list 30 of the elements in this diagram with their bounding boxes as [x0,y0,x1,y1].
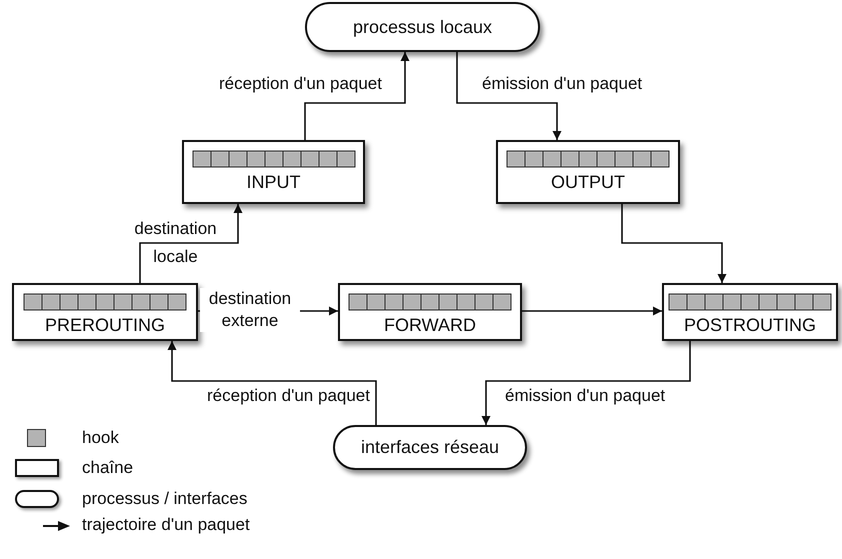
arrow [168,341,377,425]
process-pill [305,2,540,52]
node-label: PREROUTING [44,315,165,336]
edge-label: émission d'un paquet [505,386,666,406]
edge-label: réception d'un paquet [206,386,370,406]
chain-box [496,140,680,204]
legend-label: processus / interfaces [82,489,248,509]
chain-box [182,140,365,204]
legend-label: hook [82,428,119,448]
node-label: INPUT [246,172,300,193]
arrow [456,52,562,140]
arrow [522,306,662,316]
chain-box [662,283,838,341]
chain-box [338,283,522,341]
edge-label: émission d'un paquet [482,74,644,94]
legend-label: trajectoire d'un paquet [82,515,250,535]
legend-label: chaîne [82,458,134,478]
process-pill [333,425,527,470]
arrow [482,341,691,425]
node-label: POSTROUTING [684,315,816,336]
arrow [304,52,410,140]
chain-box [12,283,198,341]
node-label: OUTPUT [551,172,625,193]
arrow [621,204,726,283]
node-label: interfaces réseau [360,437,500,458]
arrow [139,204,242,283]
edge-label: destination locale [133,218,218,268]
edge-label: réception d'un paquet [218,74,382,94]
node-label: processus locaux [352,16,492,38]
node-label: FORWARD [384,315,476,336]
